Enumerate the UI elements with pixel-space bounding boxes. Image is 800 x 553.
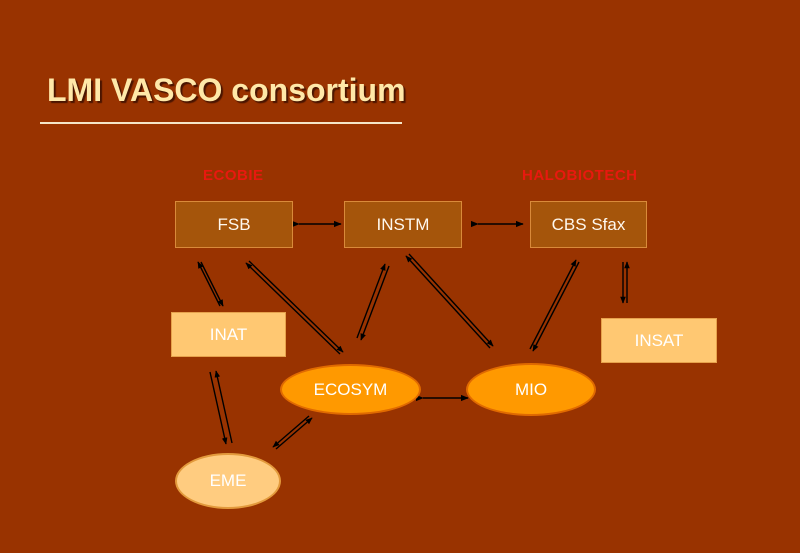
node-mio: MIO bbox=[466, 363, 596, 416]
arrow-fsb-inat-a bbox=[200, 261, 224, 307]
arrow-instm-ecosym-a bbox=[360, 265, 390, 341]
arrow-eme-ecosym-b bbox=[272, 415, 310, 448]
arrow-cbs-mio-b bbox=[529, 259, 577, 350]
node-eme: EME bbox=[175, 453, 281, 509]
arrow-inat-eme-a bbox=[209, 371, 228, 445]
arrow-fsb-ecosym-b bbox=[245, 262, 341, 355]
arrow-instm-ecosym-b bbox=[356, 263, 386, 339]
arrow-instm-mio-b bbox=[405, 255, 491, 349]
arrow-fsb-ecosym-a bbox=[248, 260, 344, 353]
group-label-halobiotech: HALOBIOTECH bbox=[522, 167, 638, 184]
title-underline bbox=[40, 122, 402, 124]
node-fsb: FSB bbox=[175, 201, 293, 248]
group-label-ecobie: ECOBIE bbox=[203, 167, 264, 184]
node-insat: INSAT bbox=[601, 318, 717, 363]
node-ecosym: ECOSYM bbox=[280, 364, 421, 415]
arrow-eme-ecosym-a bbox=[275, 417, 313, 450]
arrow-fsb-inat-b bbox=[197, 261, 221, 307]
node-instm: INSTM bbox=[344, 201, 462, 248]
arrow-cbs-mio-a bbox=[532, 261, 580, 352]
arrow-inat-eme-b bbox=[214, 370, 233, 444]
node-cbs-sfax: CBS Sfax bbox=[530, 201, 647, 248]
node-inat: INAT bbox=[171, 312, 286, 357]
slide-title: LMI VASCO consortium bbox=[47, 72, 406, 108]
arrow-instm-mio-a bbox=[408, 253, 494, 347]
